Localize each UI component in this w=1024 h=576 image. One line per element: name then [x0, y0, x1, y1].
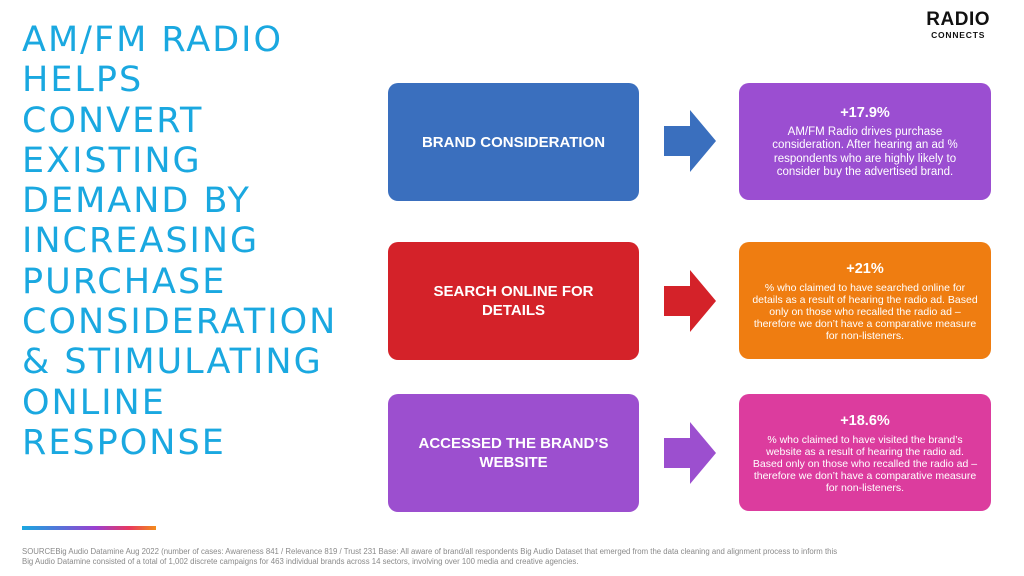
stat-value: +17.9%: [840, 104, 890, 121]
headline-line: INCREASING: [22, 221, 260, 262]
arrow-right-icon: [664, 270, 716, 332]
search-online-stat-box: +21% % who claimed to have searched onli…: [739, 242, 991, 359]
headline-line: & STIMULATING: [22, 342, 323, 383]
stat-description: AM/FM Radio drives purchase consideratio…: [772, 125, 958, 179]
headline-line: RESPONSE: [22, 422, 226, 463]
logo-text-rad: RAD: [926, 9, 969, 30]
row-label: ACCESSED THE BRAND’S WEBSITE: [418, 435, 609, 471]
headline-line: EXISTING: [22, 140, 202, 181]
stat-description: % who claimed to have searched online fo…: [752, 281, 978, 342]
row-label: BRAND CONSIDERATION: [421, 133, 606, 151]
accessed-website-stat-box: +18.6% % who claimed to have visited the…: [739, 394, 991, 511]
stat-value: +18.6%: [840, 412, 890, 429]
row-label: SEARCH ONLINE FOR DETAILS: [433, 283, 594, 319]
brand-consideration-box: BRAND CONSIDERATION: [388, 83, 639, 201]
logo-text-io: IO: [968, 9, 990, 30]
gradient-divider: [22, 526, 156, 530]
arrow-right-icon: [664, 110, 716, 172]
logo-wordmark: RADIO: [926, 10, 990, 30]
headline-line: DEMAND BY: [22, 181, 251, 222]
stat-value: +21%: [846, 260, 884, 277]
source-line: SOURCEBig Audio Datamine Aug 2022 (numbe…: [22, 547, 838, 556]
logo-subtext: CONNECTS: [931, 30, 986, 40]
headline-line: HELPS: [22, 60, 144, 101]
headline-line: PURCHASE: [22, 261, 227, 302]
source-line: Big Audio Datamine consisted of a total …: [22, 557, 579, 566]
headline-line: CONVERT: [22, 100, 204, 141]
search-online-box: SEARCH ONLINE FOR DETAILS: [388, 242, 639, 360]
headline-line: ONLINE: [22, 382, 166, 423]
headline-line: AM/FM RADIO: [22, 20, 284, 60]
accessed-website-box: ACCESSED THE BRAND’S WEBSITE: [388, 394, 639, 512]
stat-description: % who claimed to have visited the brand’…: [752, 433, 978, 494]
source-footnote: SOURCEBig Audio Datamine Aug 2022 (numbe…: [22, 547, 992, 567]
arrow-right-icon: [664, 422, 716, 484]
brand-consideration-stat-box: +17.9% AM/FM Radio drives purchase consi…: [739, 83, 991, 200]
radio-connects-logo: RADIO CONNECTS: [926, 10, 990, 41]
headline: AM/FM RADIO HELPS CONVERT EXISTING DEMAN…: [22, 20, 372, 463]
headline-line: CONSIDERATION: [22, 302, 338, 343]
